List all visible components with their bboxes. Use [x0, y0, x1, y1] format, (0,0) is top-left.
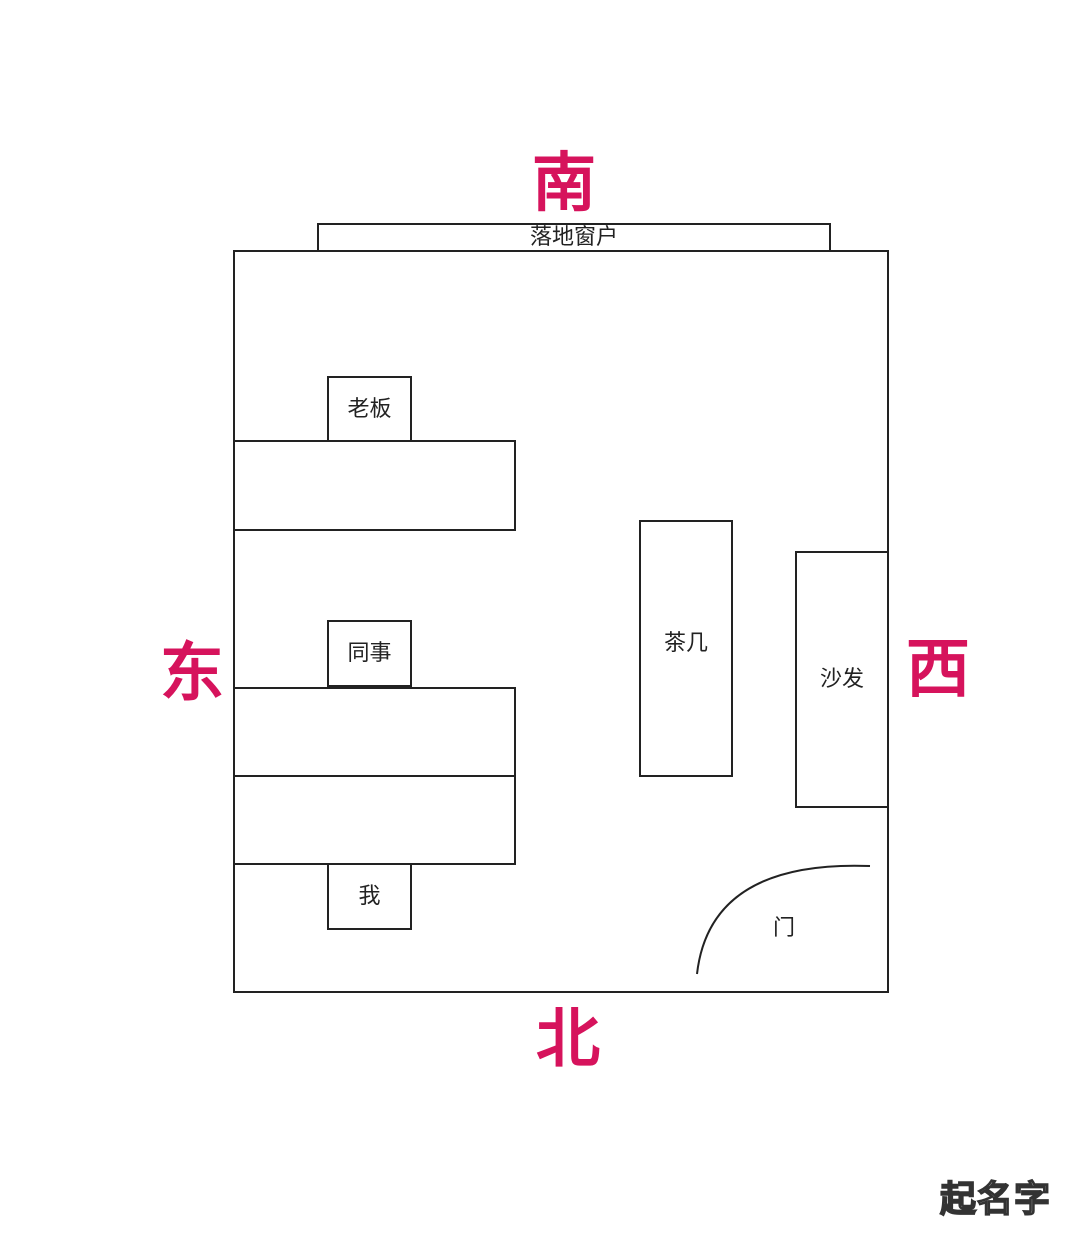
sofa: 沙发	[795, 551, 889, 808]
direction-north-label: 北	[536, 1003, 600, 1077]
watermark-text: 起名字	[939, 1178, 1052, 1221]
colleague-chair-label: 同事	[347, 640, 392, 666]
floor-window: 落地窗户	[317, 223, 831, 252]
tea-table: 茶几	[639, 520, 733, 777]
colleague-desk	[233, 687, 516, 777]
tea-table-label: 茶几	[663, 630, 708, 656]
boss-chair-label: 老板	[347, 396, 392, 422]
sofa-label: 沙发	[819, 666, 864, 692]
floor-window-label: 落地窗户	[529, 224, 618, 250]
direction-west-label: 西	[906, 633, 970, 707]
my-chair-label: 我	[358, 883, 381, 909]
my-chair: 我	[327, 863, 412, 930]
direction-east-label: 东	[160, 637, 224, 711]
door-label: 门	[773, 916, 796, 941]
boss-desk	[233, 440, 516, 531]
direction-south-label: 南	[532, 147, 596, 221]
colleague-chair: 同事	[327, 620, 412, 687]
